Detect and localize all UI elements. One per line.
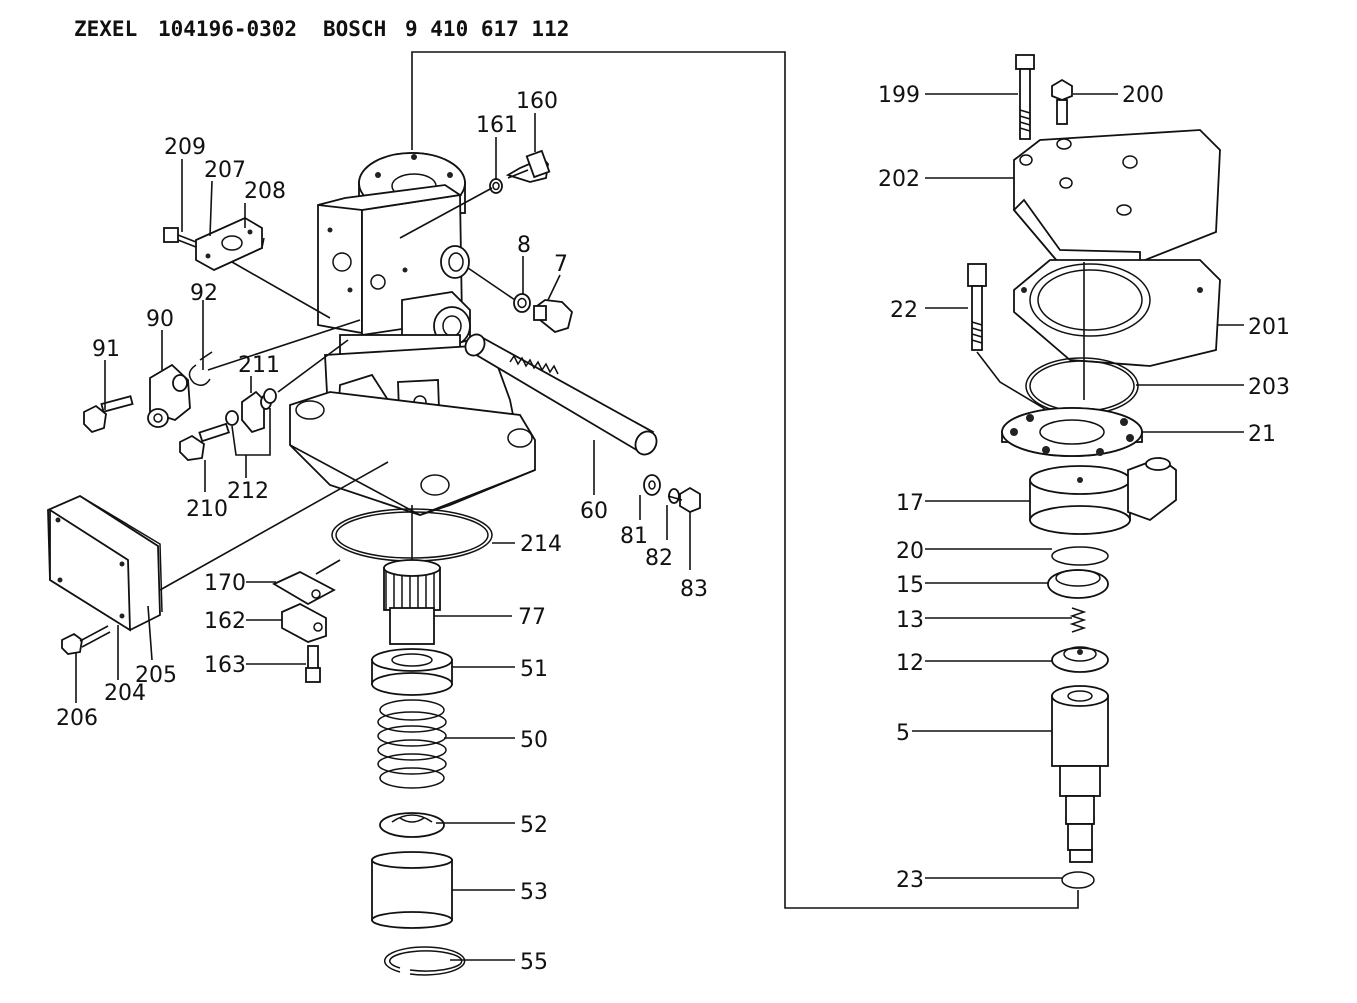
callout-60: 60: [580, 499, 608, 524]
part-17-delivery-holder: [1029, 456, 1177, 535]
assembly-connector-line: [411, 51, 1079, 909]
part-208-gasket: [213, 237, 265, 271]
part-209-screw: [163, 227, 197, 248]
callout-160: 160: [516, 89, 558, 114]
part-90-bracket: [147, 363, 191, 428]
part-212-washer: [225, 388, 277, 426]
callout-83: 83: [680, 577, 708, 602]
callout-202: 202: [878, 167, 920, 192]
part-22-screw: [967, 263, 987, 351]
part-202-governor-cover: [1012, 129, 1221, 263]
part-8-washer: [513, 293, 531, 313]
callout-52: 52: [520, 813, 548, 838]
part-91-bolt: [83, 395, 134, 434]
callout-8: 8: [517, 233, 531, 258]
callout-206: 206: [56, 706, 98, 731]
part-15-stopper: [1047, 569, 1109, 599]
brand-zexel: ZEXEL: [74, 17, 137, 41]
callout-91: 91: [92, 337, 120, 362]
part-163-screw: [305, 645, 321, 683]
part-210-bolt: [179, 422, 230, 461]
part-number-bosch: 9 410 617 112: [405, 17, 569, 41]
callout-162: 162: [204, 609, 246, 634]
callout-205: 205: [135, 663, 177, 688]
part-199-bolt: [1015, 54, 1035, 140]
callout-209: 209: [164, 135, 206, 160]
callout-labels: 199 200 202 201 22 203 21 17 20 15 13 12…: [56, 83, 1290, 975]
callout-13: 13: [896, 608, 924, 633]
callout-51: 51: [520, 657, 548, 682]
callout-82: 82: [645, 546, 673, 571]
pump-housing: [289, 152, 536, 516]
callout-23: 23: [896, 868, 924, 893]
part-52-seat: [379, 812, 445, 838]
callout-90: 90: [146, 307, 174, 332]
callout-7: 7: [554, 252, 568, 277]
part-51-ring: [371, 648, 453, 696]
callout-204: 204: [104, 681, 146, 706]
brand-bosch: BOSCH: [323, 17, 386, 41]
part-20-gasket: [1051, 546, 1109, 566]
part-7-plug: [533, 299, 573, 334]
callout-207: 207: [204, 158, 246, 183]
part-50-spring: [377, 699, 447, 789]
callout-163: 163: [204, 653, 246, 678]
part-206-screw: [61, 625, 111, 655]
callout-208: 208: [244, 179, 286, 204]
header: ZEXEL 104196-0302 BOSCH 9 410 617 112: [74, 17, 569, 41]
part-53-tappet: [371, 851, 453, 929]
callout-12: 12: [896, 651, 924, 676]
callout-199: 199: [878, 83, 920, 108]
callout-20: 20: [896, 539, 924, 564]
callout-214: 214: [520, 532, 562, 557]
part-83-bolt: [667, 486, 701, 514]
callout-15: 15: [896, 573, 924, 598]
part-201-housing: [1013, 259, 1221, 367]
callout-77: 77: [518, 605, 546, 630]
callout-201: 201: [1248, 315, 1290, 340]
part-203-oring: [1025, 357, 1139, 415]
callout-161: 161: [476, 113, 518, 138]
callout-5: 5: [896, 721, 910, 746]
callout-53: 53: [520, 880, 548, 905]
part-204-cover: [47, 494, 161, 632]
callout-21: 21: [1248, 422, 1276, 447]
callout-212: 212: [227, 479, 269, 504]
part-13-spring: [1069, 607, 1087, 633]
part-21-flange: [1001, 407, 1143, 457]
part-12-valve: [1051, 646, 1109, 673]
part-number-zexel: 104196-0302: [158, 17, 297, 41]
part-5-plunger-barrel: [1051, 685, 1109, 863]
part-170-plate: [272, 570, 336, 606]
callout-203: 203: [1248, 375, 1290, 400]
callout-210: 210: [186, 497, 228, 522]
part-77-gear-shaft: [383, 559, 441, 645]
callout-81: 81: [620, 524, 648, 549]
leader-lines: [75, 93, 1244, 961]
part-160-plug: [505, 149, 551, 183]
callout-55: 55: [520, 950, 548, 975]
callout-22: 22: [890, 298, 918, 323]
part-200-bolt: [1051, 78, 1073, 125]
part-81-washer: [643, 474, 661, 496]
callout-92: 92: [190, 281, 218, 306]
part-60-shaft: [464, 333, 658, 456]
callout-50: 50: [520, 728, 548, 753]
part-92-clip: [188, 351, 213, 386]
part-162-block: [281, 602, 327, 643]
callout-200: 200: [1122, 83, 1164, 108]
callout-211: 211: [238, 353, 280, 378]
callout-17: 17: [896, 491, 924, 516]
callout-170: 170: [204, 571, 246, 596]
part-161-washer: [489, 178, 503, 194]
part-207-cover: [195, 216, 263, 272]
part-23-oring: [1061, 871, 1095, 889]
part-55-snap-ring: [383, 946, 466, 976]
